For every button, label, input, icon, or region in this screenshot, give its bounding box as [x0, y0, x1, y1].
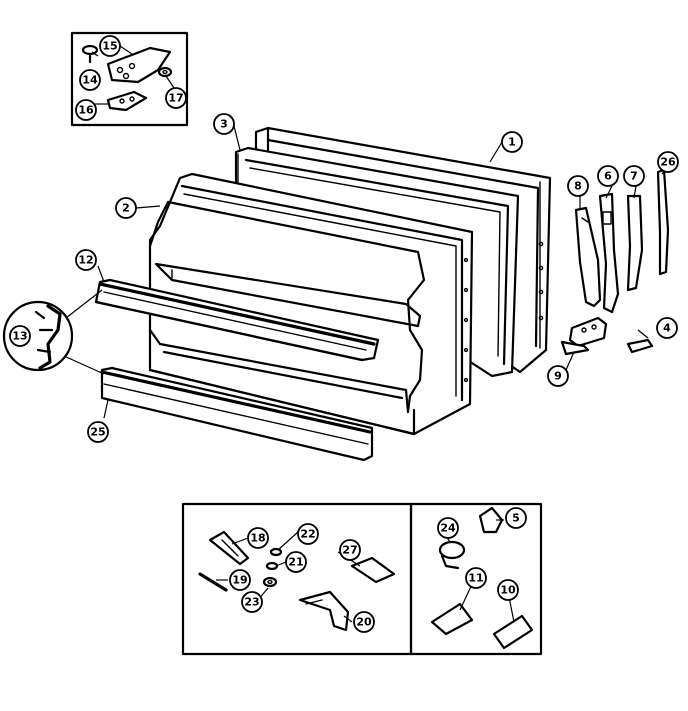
svg-text:21: 21: [288, 556, 303, 569]
svg-text:18: 18: [250, 532, 265, 545]
svg-text:11: 11: [468, 572, 483, 585]
callout-24: 24: [437, 517, 459, 539]
svg-text:4: 4: [663, 322, 671, 335]
callout-9: 9: [547, 365, 569, 387]
callouts: 1 2 3 4 5 6 7 8 9 10 11 12 13 14 15 16 1…: [9, 35, 679, 633]
callout-18: 18: [247, 527, 269, 549]
svg-text:25: 25: [90, 426, 105, 439]
leader-lines: [91, 45, 669, 623]
callout-11: 11: [465, 567, 487, 589]
callout-27: 27: [339, 539, 361, 561]
callout-12: 12: [75, 249, 97, 271]
svg-text:12: 12: [78, 254, 93, 267]
svg-text:15: 15: [102, 40, 117, 53]
svg-text:5: 5: [512, 512, 520, 525]
svg-text:24: 24: [440, 522, 456, 535]
latch-20: [298, 590, 350, 632]
callout-19: 19: [229, 569, 251, 591]
hinge-plate-15: [106, 46, 172, 84]
bracket-11: [430, 602, 474, 636]
door-shelf-12: [94, 278, 380, 362]
door-liner: [148, 172, 474, 436]
svg-text:1: 1: [508, 136, 516, 149]
hinge-plate-16: [106, 90, 148, 112]
callout-26: 26: [657, 151, 679, 173]
rod-19: [198, 572, 228, 592]
svg-text:6: 6: [604, 170, 612, 183]
svg-text:7: 7: [630, 170, 638, 183]
callout-3: 3: [213, 113, 235, 135]
callout-5: 5: [505, 507, 527, 529]
svg-text:3: 3: [220, 118, 228, 131]
callout-15: 15: [99, 35, 121, 57]
hinge-9: [560, 316, 608, 356]
svg-text:9: 9: [554, 370, 562, 383]
svg-text:27: 27: [342, 544, 357, 557]
handle-6: [598, 192, 620, 314]
callout-17: 17: [165, 87, 187, 109]
callout-7: 7: [623, 165, 645, 187]
callout-23: 23: [241, 591, 263, 613]
callout-1: 1: [501, 131, 523, 153]
svg-text:23: 23: [244, 596, 259, 609]
bracket-10: [492, 614, 534, 650]
cap-4: [626, 338, 654, 354]
svg-text:14: 14: [82, 74, 98, 87]
svg-text:19: 19: [232, 574, 247, 587]
callout-25: 25: [87, 421, 109, 443]
washer-17: [157, 66, 173, 78]
svg-text:26: 26: [660, 156, 676, 169]
bracket-27: [350, 556, 396, 584]
svg-text:22: 22: [300, 528, 315, 541]
svg-text:10: 10: [500, 584, 516, 597]
callout-4: 4: [656, 317, 678, 339]
handle-trim-8: [574, 206, 602, 308]
callout-20: 20: [353, 611, 375, 633]
handle-26: [656, 168, 670, 276]
bottom-parts-box-right: [409, 502, 543, 656]
bottom-parts-box-left: [181, 502, 413, 656]
callout-14: 14: [79, 69, 101, 91]
callout-21: 21: [285, 551, 307, 573]
callout-13: 13: [9, 325, 31, 347]
callout-10: 10: [497, 579, 519, 601]
bracket-18: [208, 530, 250, 566]
detail-magnifier-13: [2, 289, 105, 375]
callout-2: 2: [115, 197, 137, 219]
svg-text:16: 16: [78, 104, 94, 117]
handle-trim-7: [626, 194, 644, 292]
svg-text:20: 20: [356, 616, 372, 629]
hinge-inset-box: [70, 31, 189, 127]
callout-22: 22: [297, 523, 319, 545]
svg-text:17: 17: [168, 92, 183, 105]
svg-text:13: 13: [12, 330, 27, 343]
plug-5: [478, 506, 504, 534]
cap-24: [438, 540, 466, 560]
callout-8: 8: [567, 175, 589, 197]
shelf-trim-25: [100, 366, 374, 462]
svg-text:8: 8: [574, 180, 582, 193]
callout-16: 16: [75, 99, 97, 121]
screw-14: [81, 44, 99, 56]
svg-text:2: 2: [122, 202, 130, 215]
callout-6: 6: [597, 165, 619, 187]
